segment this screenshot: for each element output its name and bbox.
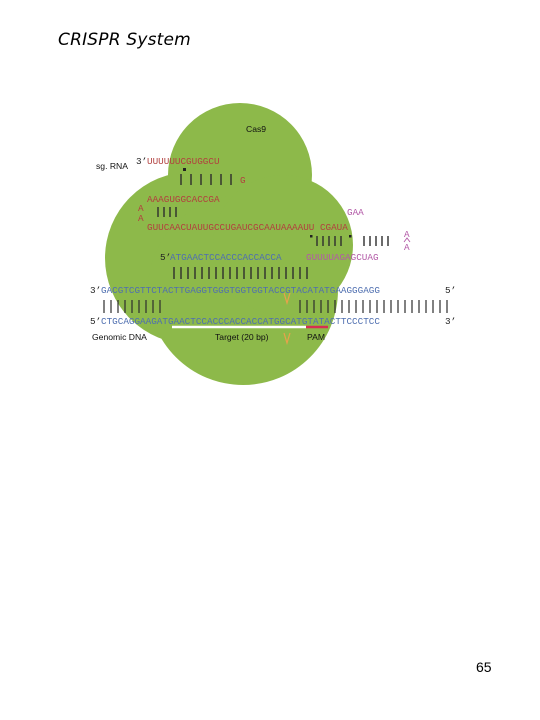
dna-bottom-sequence: CTGCAGGAAGATGAACTCCACCCACCACCATGGCATGTAT… — [101, 316, 380, 327]
page-title: CRISPR System — [58, 30, 191, 50]
guide-five-prime: 5’ — [160, 252, 171, 263]
guide-spacer-sequence: ATGAACTCCACCCACCACCA — [170, 252, 282, 263]
cas9-protein — [105, 103, 353, 385]
sgrna-loop-a4: A — [404, 242, 410, 253]
dna-top-strand: 3’ GACGTCGTTCTACTTGAGGTGGGTGGTGGTACCGTAC… — [90, 285, 456, 296]
cut-site-top-marker — [283, 292, 291, 306]
pam-label: PAM — [307, 332, 325, 342]
sgrna-three-prime: 3’ — [136, 156, 147, 167]
target-label: Target (20 bp) — [215, 332, 269, 342]
dna-bottom-five-prime: 5’ — [90, 316, 101, 327]
sgrna-gaa: GAA — [347, 207, 364, 218]
sgrna-line-3: GUUCAACUAUUGCCUGAUCGCAAUAAAAUU CGAUA — [147, 222, 348, 233]
dna-top-three-prime: 3’ — [90, 285, 101, 296]
guide-dna-pairing-ticks — [173, 267, 308, 279]
dna-bottom-strand: 5’ CTGCAGGAAGATGAACTCCACCCACCACCATGGCATG… — [90, 316, 456, 327]
genomic-dna-label: Genomic DNA — [92, 332, 147, 342]
loop-arc — [403, 237, 411, 243]
sgrna-loop-a3: A — [404, 229, 410, 240]
page-number: 65 — [476, 659, 492, 675]
dna-top-five-prime: 5’ — [445, 285, 456, 296]
wobble-dot — [349, 235, 352, 238]
cas9-label: Cas9 — [246, 124, 266, 134]
sgrna-pairing-ticks-2 — [157, 207, 177, 217]
sgrna-loop-a2: A — [138, 213, 144, 224]
dna-bottom-three-prime: 3’ — [445, 316, 456, 327]
guide-tail-sequence: GUUUUAGAGCUAG — [306, 252, 379, 263]
sgrna-loop-a1: A — [138, 203, 144, 214]
sgrna-line-2: AAAGUGGCACCGA — [147, 194, 220, 205]
dna-top-sequence: GACGTCGTTCTACTTGAGGTGGGTGGTGGTACCGTACATA… — [101, 285, 380, 296]
cut-site-bottom-marker — [283, 332, 291, 346]
sgrna-strand: 3’ UUUUUUCGUGGCU G AAAGUGGCACCGA A A GAA… — [136, 156, 411, 263]
wobble-dot — [310, 235, 313, 238]
dna-basepair-ticks — [103, 300, 448, 313]
sgrna-label: sg. RNA — [96, 161, 128, 171]
sgrna-pairing-ticks-1 — [180, 174, 232, 185]
wobble-dot — [183, 168, 186, 171]
sgrna-bulge-g: G — [240, 175, 246, 186]
sgrna-line-1: UUUUUUCGUGGCU — [147, 156, 220, 167]
sgrna-pairing-ticks-3 — [316, 236, 389, 246]
